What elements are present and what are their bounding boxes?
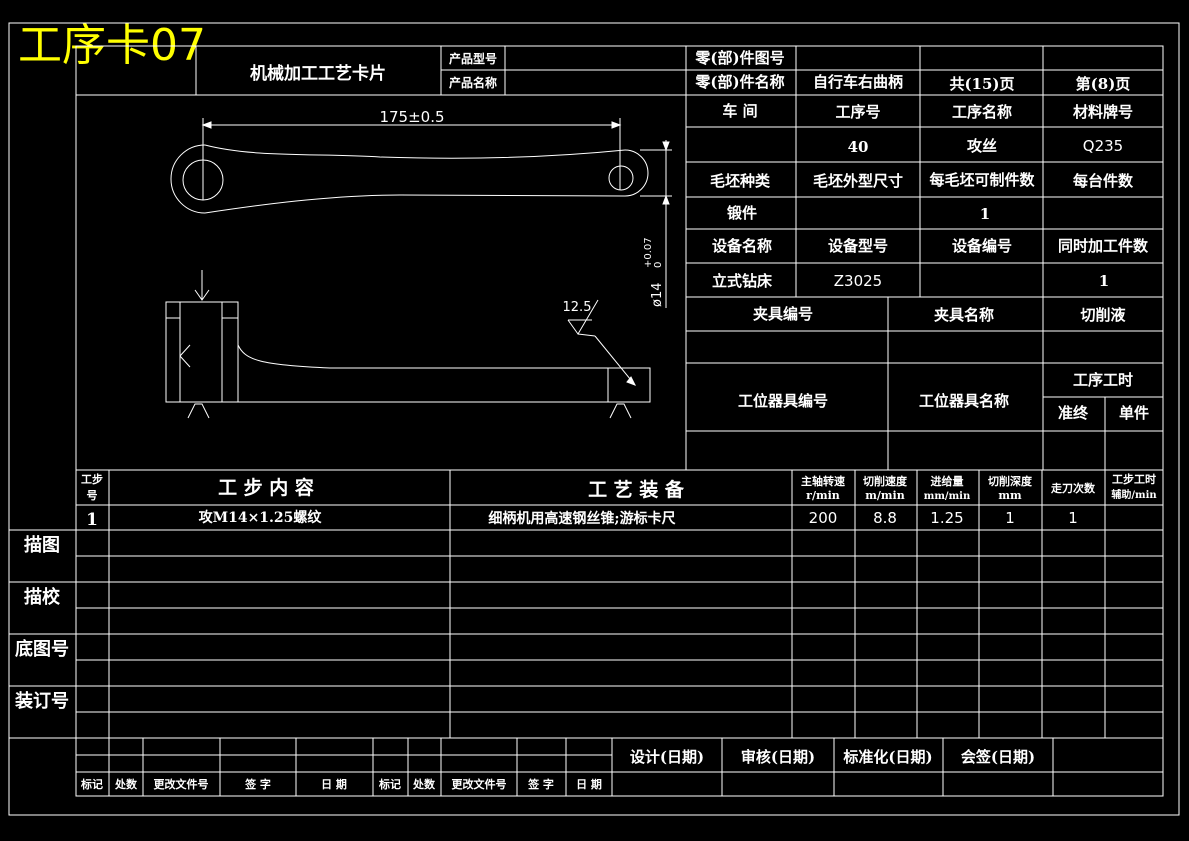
card-title: 机械加工工艺卡片: [250, 63, 386, 84]
side-label-base-drawing-no: 底图号: [15, 638, 69, 660]
equipment-model-label: 设备型号: [828, 237, 888, 255]
parts-per-blank: 1: [980, 205, 990, 223]
depth-unit: mm: [998, 489, 1022, 502]
setup-time-label: 准终: [1058, 404, 1089, 422]
feed-header: 进给量: [931, 474, 964, 488]
coolant-label: 切削液: [1080, 306, 1126, 324]
equipment-model: Z3025: [834, 272, 882, 290]
parts-per-unit-label: 每台件数: [1073, 172, 1134, 190]
footer-design: 设计(日期): [630, 748, 704, 766]
roughness-value: 12.5: [563, 300, 592, 315]
op-name-label: 工序名称: [952, 103, 1012, 121]
footer-count-1: 处数: [114, 777, 138, 791]
station-tool-name-label: 工位器具名称: [919, 392, 1009, 410]
total-pages: 共(15)页: [949, 75, 1014, 93]
spindle-speed-header: 主轴转速: [801, 474, 845, 488]
footer-countersign: 会签(日期): [961, 748, 1035, 766]
footer-change-doc-2: 更改文件号: [452, 777, 507, 791]
footer-count-2: 处数: [412, 777, 436, 791]
time-header: 工步工时: [1112, 472, 1156, 486]
fixture-name-label: 夹具名称: [934, 306, 994, 324]
dim-tolerance-lower: 0: [653, 262, 664, 268]
cutting-speed-header: 切削速度: [863, 474, 908, 488]
blank-type-label: 毛坯种类: [710, 172, 771, 190]
footer-change-doc-1: 更改文件号: [154, 777, 209, 791]
op-name: 攻丝: [967, 137, 997, 155]
footer-date-2: 日 期: [576, 777, 602, 791]
equipment-header: 工 艺 装 备: [588, 478, 685, 501]
op-time-label: 工序工时: [1073, 371, 1133, 389]
product-name-label: 产品名称: [449, 75, 497, 90]
station-tool-no-label: 工位器具编号: [738, 392, 828, 410]
simultaneous: 1: [1099, 272, 1109, 290]
op-no: 40: [848, 138, 869, 156]
depth-header: 切削深度: [988, 474, 1033, 488]
material: Q235: [1083, 137, 1123, 155]
equipment-name: 立式钻床: [712, 272, 773, 290]
step-passes: 1: [1068, 509, 1078, 527]
step-no-header-1: 工步: [81, 472, 103, 486]
content-header: 工 步 内 容: [218, 476, 314, 499]
footer-review: 审核(日期): [741, 748, 815, 766]
material-label: 材料牌号: [1073, 103, 1133, 121]
part-drawing-no-label: 零(部)件图号: [694, 49, 784, 67]
step-equipment: 细柄机用高速钢丝锥;游标卡尺: [488, 510, 675, 527]
dim-length: 175±0.5: [379, 108, 444, 126]
op-no-label: 工序号: [835, 103, 880, 121]
equipment-name-label: 设备名称: [712, 237, 772, 255]
part-name: 自行车右曲柄: [813, 73, 903, 91]
side-label-trace-check: 描校: [24, 586, 61, 608]
footer-mark-2: 标记: [378, 777, 401, 791]
footer-mark-1: 标记: [80, 777, 103, 791]
feed-unit: mm/min: [924, 491, 971, 502]
part-drawing: [165, 118, 672, 419]
footer-standardize: 标准化(日期): [842, 748, 932, 766]
dim-diameter: ø14: [650, 283, 665, 308]
blank-type: 锻件: [727, 204, 757, 222]
cutting-speed-unit: m/min: [865, 489, 904, 502]
workshop-label: 车 间: [722, 102, 757, 120]
step-no: 1: [86, 510, 98, 530]
footer-signature-1: 签 字: [244, 777, 271, 791]
step-content: 攻M14×1.25螺纹: [199, 509, 323, 526]
side-label-binding-no: 装订号: [15, 690, 69, 712]
unit-time-label: 单件: [1119, 404, 1149, 422]
passes-header: 走刀次数: [1050, 481, 1096, 495]
spindle-speed-unit: r/min: [806, 489, 840, 502]
part-name-label: 零(部)件名称: [694, 73, 784, 91]
product-model-label: 产品型号: [449, 51, 497, 66]
side-label-trace: 描图: [24, 534, 60, 556]
frame-lines: [8, 22, 1180, 816]
parts-per-blank-label: 每毛坯可制件数: [929, 171, 1035, 189]
equipment-no-label: 设备编号: [952, 237, 1012, 255]
page-number: 第(8)页: [1076, 75, 1131, 93]
step-no-header-2: 号: [87, 489, 98, 502]
time-header-aux: 辅助/min: [1111, 488, 1157, 501]
simultaneous-label: 同时加工件数: [1058, 237, 1149, 255]
step-spindle-speed: 200: [809, 509, 838, 527]
table-row: 1 攻M14×1.25螺纹 细柄机用高速钢丝锥;游标卡尺 200 8.8 1.2…: [86, 509, 1078, 530]
step-feed: 1.25: [930, 509, 963, 527]
blank-size-label: 毛坯外型尺寸: [813, 172, 903, 190]
step-depth: 1: [1005, 509, 1015, 527]
fixture-no-label: 夹具编号: [753, 305, 813, 323]
dim-tolerance: +0.07: [643, 237, 654, 268]
footer-date-1: 日 期: [321, 777, 347, 791]
footer-signature-2: 签 字: [527, 777, 554, 791]
step-cutting-speed: 8.8: [873, 509, 897, 527]
